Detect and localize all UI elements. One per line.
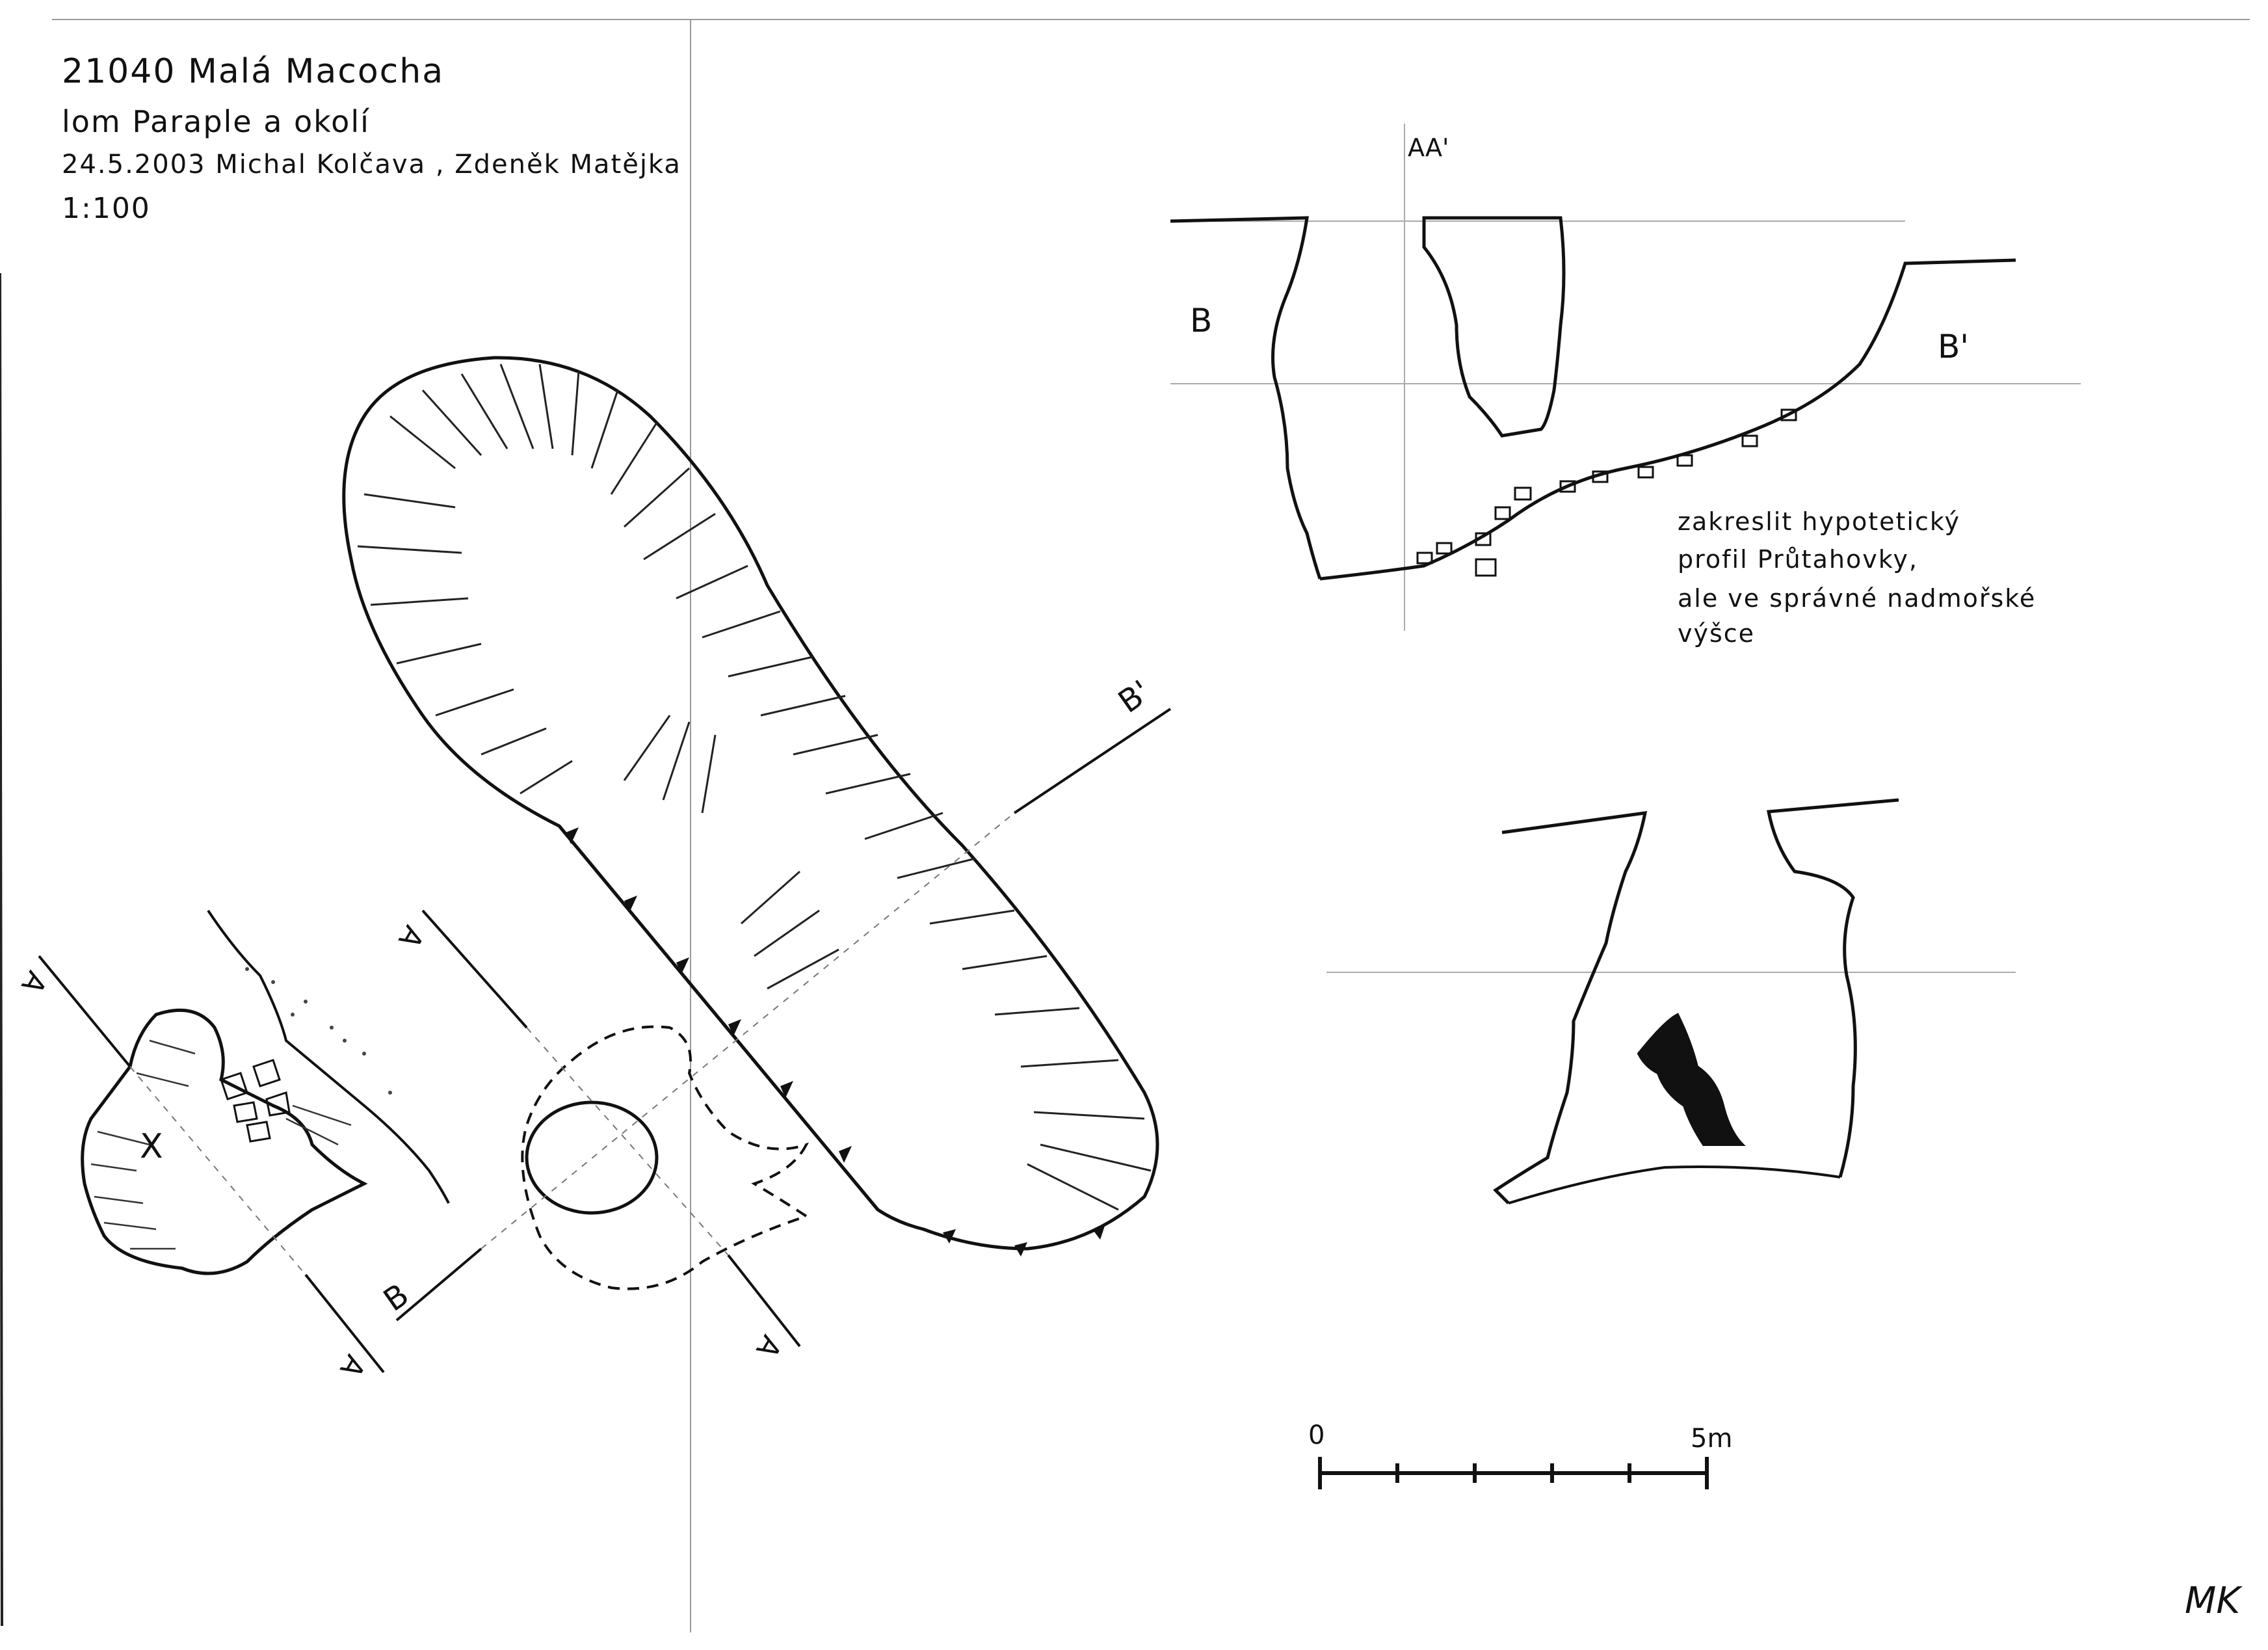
section-label-b: B <box>1190 302 1212 339</box>
fold-lines <box>0 19 2250 1632</box>
boulder-field <box>220 1059 291 1143</box>
doline-hatching <box>357 364 1152 1211</box>
plan-label-b-prime: B' <box>1112 673 1157 720</box>
scale-bar-start-label: 0 <box>1308 1420 1325 1450</box>
section-aa-left-wall <box>1493 811 1648 1204</box>
note-line-2: profil Průtahovky, <box>1678 545 1918 574</box>
section-aa <box>1326 798 2016 1204</box>
cliff-ticks <box>566 827 1105 1257</box>
signature: MK <box>2185 1580 2243 1622</box>
section-bb: AA' B B' <box>1170 124 2081 631</box>
section-dashed-lines <box>129 812 1015 1275</box>
plan-label-a-right: A <box>749 1330 787 1364</box>
section-aa-floor <box>1508 1165 1841 1204</box>
cave-entrance-outline <box>81 1008 368 1275</box>
doline-outline <box>342 356 1159 1251</box>
sinkhole-shaft <box>525 1100 659 1215</box>
scale-bar-end-label: 5m <box>1691 1424 1732 1454</box>
section-bb-gridlines <box>1170 124 2081 631</box>
section-bb-rocks <box>1416 408 1797 577</box>
map-title: 21040 Malá Macocha <box>62 52 445 91</box>
plan-view: B' B A A A A X <box>14 356 1172 1383</box>
note-line-4: výšce <box>1678 619 1756 648</box>
map-scale: 1:100 <box>62 192 151 225</box>
section-aa-void <box>1637 1013 1746 1146</box>
plan-label-b: B <box>377 1277 415 1319</box>
section-aa-right-wall <box>1767 798 1899 1178</box>
section-label-b-prime: B' <box>1938 328 1969 366</box>
dashed-depression <box>521 1025 810 1290</box>
section-bb-pillar <box>1422 216 1566 438</box>
section-label-aa: AA' <box>1408 133 1449 162</box>
plan-label-a-bottom: A <box>333 1350 371 1383</box>
section-lines <box>38 708 1172 1374</box>
rim-line <box>207 909 450 1204</box>
plan-label-x: X <box>140 1127 163 1166</box>
rim-dots <box>245 967 392 1095</box>
plan-label-a-mid: A <box>391 920 430 954</box>
map-authors: 24.5.2003 Michal Kolčava , Zdeněk Matějk… <box>62 150 681 180</box>
quarry-cliff-edge <box>558 825 879 1211</box>
plan-label-a-left: A <box>14 966 53 1000</box>
entrance-hatching <box>90 1039 352 1250</box>
section-bb-left-wall <box>1170 216 1322 579</box>
note-line-1: zakreslit hypotetický <box>1678 507 1961 536</box>
section-bb-slope <box>1319 258 2016 581</box>
note-line-3: ale ve správné nadmořské <box>1678 584 2037 613</box>
map-subtitle: lom Paraple a okolí <box>62 104 370 139</box>
scale-bar <box>1318 1457 1709 1489</box>
